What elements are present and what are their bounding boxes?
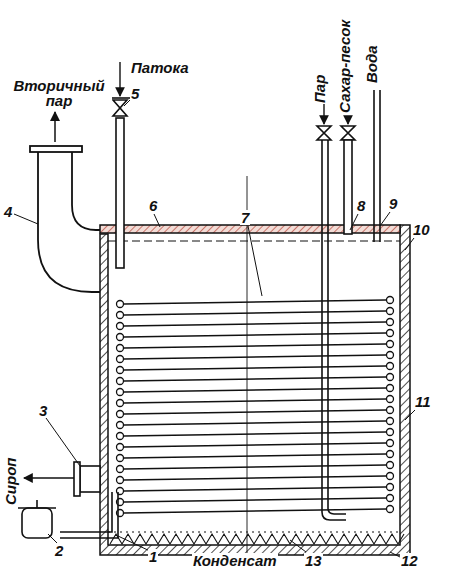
heating-coil	[117, 297, 394, 517]
coil-turn	[124, 333, 386, 337]
coil-section	[117, 455, 124, 462]
coil-section	[117, 466, 124, 473]
callout-number: 9	[388, 196, 398, 211]
coil-section	[387, 451, 394, 458]
coil-turn	[124, 487, 386, 491]
flow-label: Сироп	[3, 457, 18, 506]
coil-section	[117, 433, 124, 440]
callout-number: 1	[148, 549, 158, 564]
coil-turn	[124, 344, 386, 348]
coil-section	[387, 473, 394, 480]
axis-line	[247, 176, 248, 556]
coil-turn	[124, 377, 386, 381]
coil-section	[387, 418, 394, 425]
flow-label: Вода	[364, 44, 379, 84]
callout-number: 8	[356, 198, 366, 213]
tank-insulation	[100, 225, 410, 555]
callout-number: 12	[400, 553, 419, 568]
coil-turn	[124, 388, 386, 392]
coil-turn	[124, 311, 386, 315]
coil-section	[117, 422, 124, 429]
coil-section	[387, 429, 394, 436]
flow-label: Вторичный пар	[6, 78, 112, 108]
coil-turn	[124, 498, 386, 502]
coil-section	[117, 400, 124, 407]
coil-section	[387, 440, 394, 447]
false-bottom	[108, 532, 404, 544]
flow-label: Конденсат	[192, 553, 278, 568]
coil-section	[117, 334, 124, 341]
coil-section	[387, 484, 394, 491]
coil-section	[387, 374, 394, 381]
coil-section	[387, 352, 394, 359]
coil-section	[387, 407, 394, 414]
coil-section	[117, 301, 124, 308]
leader-lines	[14, 100, 415, 558]
coil-section	[117, 477, 124, 484]
callout-number: 4	[3, 204, 13, 219]
coil-turn	[124, 432, 386, 436]
molasses-pipe	[110, 62, 130, 268]
coil-section	[387, 319, 394, 326]
coil-section	[117, 411, 124, 418]
coil-section	[117, 367, 124, 374]
coil-section	[117, 312, 124, 319]
callout-number: 13	[304, 553, 323, 568]
coil-turn	[124, 443, 386, 447]
coil-section	[387, 495, 394, 502]
coil-section	[117, 378, 124, 385]
coil-section	[117, 356, 124, 363]
callout-number: 2	[54, 543, 64, 558]
vapour-pipe	[30, 112, 100, 292]
callout-number: 11	[414, 394, 432, 409]
lid-plate	[100, 225, 400, 241]
callout-number: 7	[240, 210, 250, 225]
coil-section	[117, 444, 124, 451]
coil-turn	[124, 509, 386, 513]
callout-number: 6	[148, 198, 158, 213]
coil-turn	[124, 355, 386, 359]
coil-section	[387, 506, 394, 513]
flow-label: Сахар-песок	[337, 19, 352, 114]
coil-section	[117, 389, 124, 396]
coil-section	[117, 323, 124, 330]
coil-turn	[124, 366, 386, 370]
coil-turn	[124, 421, 386, 425]
coil-turn	[124, 300, 386, 304]
coil-section	[387, 396, 394, 403]
grid-line	[108, 531, 400, 532]
coil-turn	[124, 465, 386, 469]
coil-turn	[124, 476, 386, 480]
callout-number: 5	[130, 86, 140, 101]
bottom-grid	[110, 534, 404, 544]
coil-section	[117, 345, 124, 352]
flow-label: Пар	[312, 74, 327, 104]
callout-number: 3	[38, 403, 48, 418]
coil-section	[387, 363, 394, 370]
coil-section	[387, 308, 394, 315]
coil-section	[387, 330, 394, 337]
outlet	[18, 462, 118, 538]
flow-label: Патока	[130, 60, 190, 75]
coil-section	[387, 297, 394, 304]
coil-turn	[124, 410, 386, 414]
callout-number: 10	[412, 222, 431, 237]
coil-section	[387, 462, 394, 469]
coil-turn	[124, 322, 386, 326]
coil-turn	[124, 454, 386, 458]
coil-section	[387, 341, 394, 348]
coil-section	[387, 385, 394, 392]
coil-turn	[124, 399, 386, 403]
